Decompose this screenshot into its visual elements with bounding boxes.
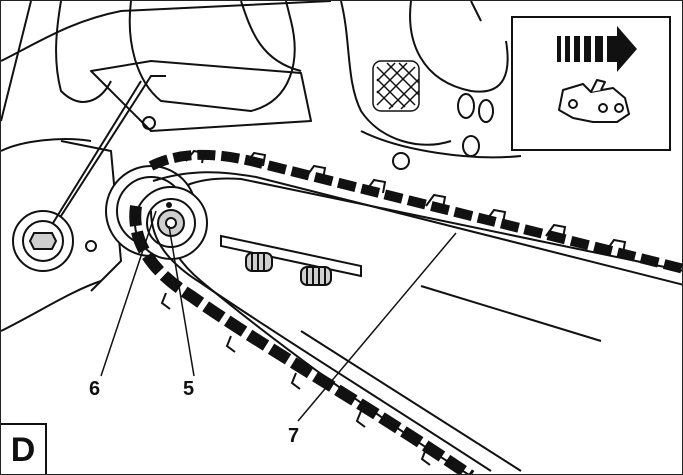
tensioner-knob [12, 75, 166, 272]
bar-studs [245, 252, 332, 286]
leader-lines [100, 210, 457, 422]
callout-5-label: 5 [183, 378, 195, 400]
direction-arrow-icon [557, 26, 637, 72]
callout-6-label: 6 [89, 378, 101, 400]
grille-vent [372, 60, 420, 112]
callout-7-label: 7 [288, 425, 300, 447]
sprocket [134, 186, 208, 260]
chain-direction-inset [511, 16, 671, 151]
panel-letter: D [1, 423, 47, 474]
saw-chain [129, 149, 682, 474]
housing-holes [85, 93, 494, 252]
chain-link-icon [558, 79, 630, 123]
